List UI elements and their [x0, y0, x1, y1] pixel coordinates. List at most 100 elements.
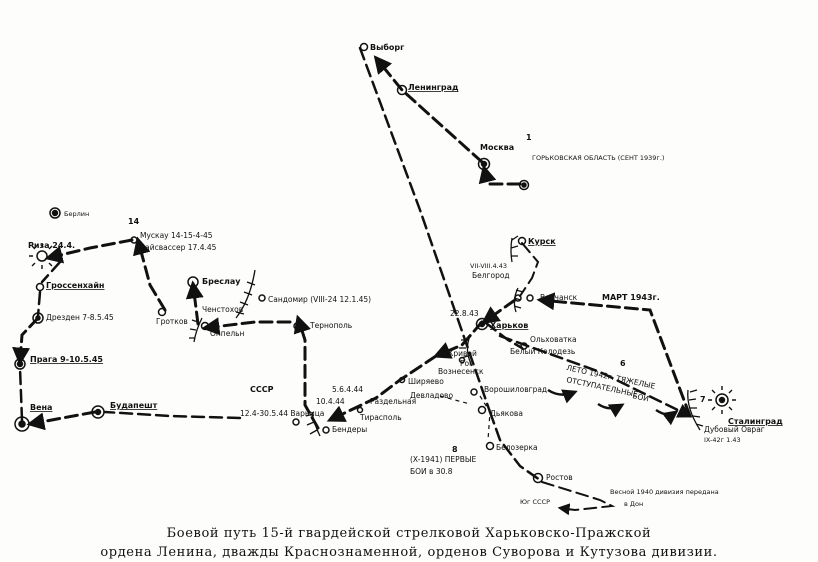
- city-marker-olkhovatka: [520, 342, 528, 350]
- label-gorky: ГОРЬКОВСКАЯ ОБЛАСТЬ (СЕНТ 1939г.): [532, 154, 664, 162]
- city-marker-riza: [36, 250, 48, 262]
- route-grotkov-muskau: [133, 236, 167, 312]
- city-marker-bendery: [322, 426, 330, 434]
- city-marker-budapesht-inner: [94, 408, 102, 416]
- caption-line-1: Боевой путь 15-й гвардейской стрелковой …: [166, 526, 652, 541]
- label-praga: Прага 9-10.5.45: [30, 355, 103, 364]
- label-num-8: 8: [452, 445, 458, 454]
- city-marker-volchansk: [526, 294, 534, 302]
- place-labels: Выборг Ленинград Москва 1 ГОРЬКОВСКАЯ ОБ…: [28, 42, 783, 508]
- label-grossenhain: Гроссенхайн: [46, 281, 104, 290]
- city-marker-praga: [14, 358, 26, 370]
- label-budapesht: Будапешт: [110, 401, 158, 410]
- hatch-stalingrad: [687, 389, 704, 431]
- route-belgorod-kharkov: [481, 298, 517, 325]
- label-volchansk: Волчанск: [540, 293, 578, 302]
- route-vena-praga: [18, 366, 24, 422]
- hatch-chenstokhov: [189, 317, 203, 343]
- city-marker-gorky-inner: [521, 182, 527, 188]
- route-belozerka-rostov: [488, 410, 542, 482]
- route-rostov-south: [541, 481, 616, 516]
- city-marker-budapesht: [91, 405, 105, 419]
- city-marker-kharkov-inner: [478, 320, 486, 328]
- label-grotkov: Гротков: [156, 317, 188, 326]
- label-marker-1: 1: [526, 133, 532, 142]
- city-marker-kharkov: [475, 317, 489, 331]
- minor-line-devladovo: [439, 395, 471, 405]
- label-dubovy: Дубовый Овраг: [704, 425, 765, 434]
- city-marker-varnitsa: [292, 418, 300, 426]
- label-muskau: Мускау 14-15-4-45: [140, 231, 213, 240]
- label-belye: Белый Колодезь: [510, 347, 575, 356]
- city-marker-praga-inner: [16, 360, 24, 368]
- route-kharkov-krivoy: [432, 320, 484, 359]
- label-voznesensk: Вознесенск: [438, 367, 484, 376]
- route-map: Выборг Ленинград Москва 1 ГОРЬКОВСКАЯ ОБ…: [12, 42, 783, 516]
- label-vesnoi-2: в Дон: [624, 500, 643, 508]
- city-marker-ternopol: [293, 322, 301, 330]
- city-marker-tiraspol: [356, 406, 364, 414]
- route-kursk-belgorod: [519, 242, 540, 297]
- label-num-7: 7: [700, 395, 706, 404]
- city-marker-stalingrad-inner: [718, 396, 726, 404]
- city-marker-rostov: [532, 472, 544, 484]
- route-bendery-ternopol: [293, 314, 320, 430]
- route-budapest-vena: [26, 410, 97, 431]
- label-krivoy: Кривой: [448, 349, 477, 358]
- label-olkhovatka: Ольховатка: [530, 335, 577, 344]
- label-num-6: 6: [620, 359, 626, 368]
- battle-marker-stalingrad: [708, 386, 736, 414]
- label-d2283: 22.8.43: [450, 309, 479, 318]
- minor-lines: [439, 395, 491, 441]
- city-marker-vena-inner: [18, 420, 26, 428]
- label-rog: Рог: [460, 359, 473, 368]
- label-varnitsa: 12.4-30.5.44 Варница: [240, 409, 324, 418]
- route-oppeln-breslau: [185, 280, 204, 326]
- label-oppeln: Оппельн: [210, 329, 245, 338]
- label-vesnoi: Весной 1940 дивизия передана: [610, 488, 719, 496]
- leto-arrow-2: [597, 402, 625, 418]
- hatch-belgorod: [513, 287, 524, 313]
- city-marker-belgorod: [514, 294, 522, 302]
- city-marker-gorky: [518, 179, 530, 191]
- city-marker-moskva: [477, 157, 491, 171]
- route-lines: [12, 46, 693, 516]
- route-grossenhain-drezden: [36, 290, 42, 318]
- city-marker-drezden-inner: [35, 315, 41, 321]
- label-breslau: Бреслау: [202, 277, 241, 286]
- label-chenstokhov: Ченстохов: [202, 305, 243, 314]
- label-moskva: Москва: [480, 143, 514, 152]
- label-yug: Юг СССР: [520, 498, 550, 506]
- minor-line-dyakova: [479, 395, 491, 441]
- city-marker-berlin-inner: [51, 209, 59, 217]
- city-marker-drezden: [32, 312, 44, 324]
- label-sandomir: Сандомир (VIII-24 12.1.45): [268, 295, 371, 304]
- battle-markers: [29, 243, 736, 414]
- label-ternopol: Тернополь: [309, 321, 352, 330]
- label-dubovy-date: IX-42г 1.43: [704, 436, 741, 444]
- city-marker-stalingrad: [715, 393, 729, 407]
- label-leto-3: БОИ: [632, 391, 650, 403]
- label-tiraspol: Тирасполь: [359, 413, 402, 422]
- city-marker-voznesensk: [458, 356, 466, 364]
- route-vyborg-south: [358, 46, 492, 414]
- label-bendery: Бендеры: [332, 425, 367, 434]
- battle-marker-riza: [29, 243, 55, 269]
- route-leto-1942: [498, 334, 693, 418]
- label-devladovo: Девладово: [410, 391, 453, 400]
- label-voroshilovgrad: Ворошиловград: [484, 385, 547, 394]
- leto-arrow-1: [547, 388, 578, 404]
- city-marker-voroshilovgrad: [470, 388, 478, 396]
- leto-arrow-3: [655, 408, 679, 426]
- label-leningrad: Ленинград: [408, 83, 459, 92]
- city-marker-vyborg: [359, 42, 369, 52]
- label-belozerka: Белозерка: [496, 443, 538, 452]
- hatch-bendery: [305, 411, 321, 437]
- label-vyborg: Выборг: [370, 42, 404, 52]
- label-belgorod-date: VII-VIII.4.43: [470, 262, 507, 270]
- city-marker-leningrad: [396, 84, 408, 96]
- city-marker-kursk: [517, 236, 527, 246]
- route-stalingrad-volchansk: [536, 292, 692, 418]
- city-marker-breslau: [187, 276, 199, 288]
